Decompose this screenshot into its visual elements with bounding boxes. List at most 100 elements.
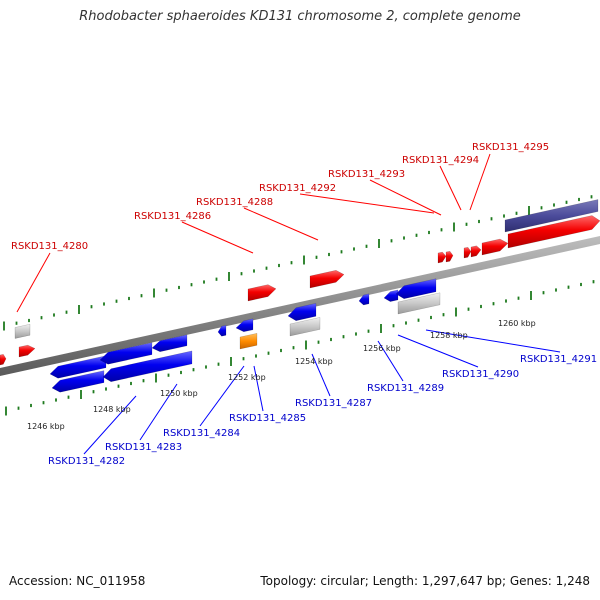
forward-tick xyxy=(353,247,355,251)
forward-tick xyxy=(578,197,580,202)
gene-label-rskd131-4290[interactable]: RSKD131_4290 xyxy=(442,369,519,380)
gene-label-rskd131-4288[interactable]: RSKD131_4288 xyxy=(196,197,273,208)
gene-purple[interactable] xyxy=(504,199,599,233)
forward-tick xyxy=(28,318,30,323)
forward-tick xyxy=(278,263,280,268)
gene-forward[interactable] xyxy=(247,284,277,302)
gene-label-rskd131-4285[interactable]: RSKD131_4285 xyxy=(229,413,306,424)
gene-forward[interactable] xyxy=(18,344,36,358)
leader-line-rskd131-4280 xyxy=(16,252,51,313)
reverse-tick xyxy=(567,285,570,289)
gene-label-rskd131-4294[interactable]: RSKD131_4294 xyxy=(402,155,479,166)
leader-line-rskd131-4284 xyxy=(199,365,245,427)
forward-tick xyxy=(553,203,555,207)
reverse-tick xyxy=(580,282,582,287)
forward-tick xyxy=(128,296,130,301)
gene-reverse[interactable] xyxy=(235,318,254,333)
gene-reverse[interactable] xyxy=(217,324,227,337)
forward-tick xyxy=(378,239,380,248)
gene-reverse[interactable] xyxy=(102,350,193,382)
forward-tick xyxy=(3,321,5,331)
forward-tick xyxy=(515,211,518,215)
gene-label-rskd131-4280[interactable]: RSKD131_4280 xyxy=(11,241,88,252)
forward-tick xyxy=(565,200,568,204)
gene-gray-1[interactable] xyxy=(14,323,31,339)
gene-reverse[interactable] xyxy=(358,293,370,306)
forward-tick xyxy=(528,206,530,215)
scale-label-1248: 1248 kbp xyxy=(93,405,131,414)
gene-forward[interactable] xyxy=(309,270,345,289)
reverse-tick xyxy=(517,296,520,300)
forward-tick xyxy=(340,250,343,254)
leader-line-rskd131-4293 xyxy=(369,179,442,216)
leader-line-rskd131-4282 xyxy=(83,395,137,455)
reverse-tick xyxy=(192,368,195,372)
gene-label-rskd131-4292[interactable]: RSKD131_4292 xyxy=(259,183,336,194)
gene-forward[interactable] xyxy=(470,245,482,258)
forward-tick xyxy=(40,316,43,320)
gene-orange[interactable] xyxy=(239,332,258,350)
reverse-tick xyxy=(292,346,295,350)
forward-tick xyxy=(240,272,243,276)
leader-line-rskd131-4289 xyxy=(377,340,404,382)
forward-tick xyxy=(503,214,505,218)
leader-line-rskd131-4286 xyxy=(181,221,254,254)
gene-label-rskd131-4293[interactable]: RSKD131_4293 xyxy=(328,169,405,180)
gene-forward[interactable] xyxy=(437,251,447,264)
leader-line-rskd131-4295 xyxy=(469,153,491,211)
reverse-tick xyxy=(230,357,232,366)
gene-forward[interactable] xyxy=(463,246,472,259)
reverse-tick xyxy=(480,304,482,309)
reverse-tick xyxy=(380,324,382,333)
reverse-tick xyxy=(430,315,432,320)
forward-tick xyxy=(103,302,105,306)
gene-reverse[interactable] xyxy=(395,278,437,299)
forward-tick xyxy=(15,321,18,325)
reverse-tick xyxy=(117,384,120,388)
gene-label-rskd131-4283[interactable]: RSKD131_4283 xyxy=(105,442,182,453)
gene-forward[interactable] xyxy=(445,250,454,263)
reverse-tick xyxy=(317,340,320,344)
reverse-tick xyxy=(405,321,407,325)
forward-tick xyxy=(328,252,330,257)
forward-tick xyxy=(265,266,268,270)
scale-label-1256: 1256 kbp xyxy=(363,344,401,353)
gene-label-rskd131-4289[interactable]: RSKD131_4289 xyxy=(367,383,444,394)
gene-label-rskd131-4284[interactable]: RSKD131_4284 xyxy=(163,428,240,439)
reverse-tick xyxy=(80,390,82,399)
gene-forward[interactable] xyxy=(481,238,509,256)
gene-label-rskd131-4291[interactable]: RSKD131_4291 xyxy=(520,354,597,365)
gene-forward[interactable] xyxy=(0,354,7,366)
gene-label-rskd131-4287[interactable]: RSKD131_4287 xyxy=(295,398,372,409)
reverse-tick xyxy=(505,299,507,303)
forward-tick xyxy=(78,305,80,314)
forward-tick xyxy=(390,239,393,243)
forward-tick xyxy=(190,283,193,287)
forward-gene-labels: RSKD131_4280 RSKD131_4286 RSKD131_4288 R… xyxy=(11,142,549,252)
reverse-tick xyxy=(555,288,557,292)
gene-label-rskd131-4282[interactable]: RSKD131_4282 xyxy=(48,456,125,467)
forward-tick-track xyxy=(3,195,593,331)
leader-line-rskd131-4290 xyxy=(397,334,479,368)
gene-reverse[interactable] xyxy=(287,302,317,321)
gene-reverse[interactable] xyxy=(151,334,188,352)
reverse-tick-track xyxy=(5,280,595,416)
forward-tick xyxy=(65,310,68,314)
leader-line-rskd131-4283 xyxy=(139,383,178,441)
gene-label-rskd131-4286[interactable]: RSKD131_4286 xyxy=(134,211,211,222)
gene-gray-2[interactable] xyxy=(289,317,321,337)
reverse-tick xyxy=(442,313,445,317)
gene-reverse[interactable] xyxy=(99,342,153,365)
gene-label-rskd131-4295[interactable]: RSKD131_4295 xyxy=(472,142,549,153)
gene-reverse[interactable] xyxy=(383,289,399,302)
forward-tick xyxy=(478,219,480,224)
gene-forward[interactable] xyxy=(507,215,600,249)
gene-gray-3[interactable] xyxy=(397,292,441,315)
reverse-tick xyxy=(55,398,57,402)
forward-tick xyxy=(465,222,468,226)
forward-tick xyxy=(115,299,118,303)
forward-tick xyxy=(428,230,430,235)
reverse-gene-labels: RSKD131_4282 RSKD131_4283 RSKD131_4284 R… xyxy=(48,354,597,467)
reverse-tick xyxy=(542,291,545,295)
